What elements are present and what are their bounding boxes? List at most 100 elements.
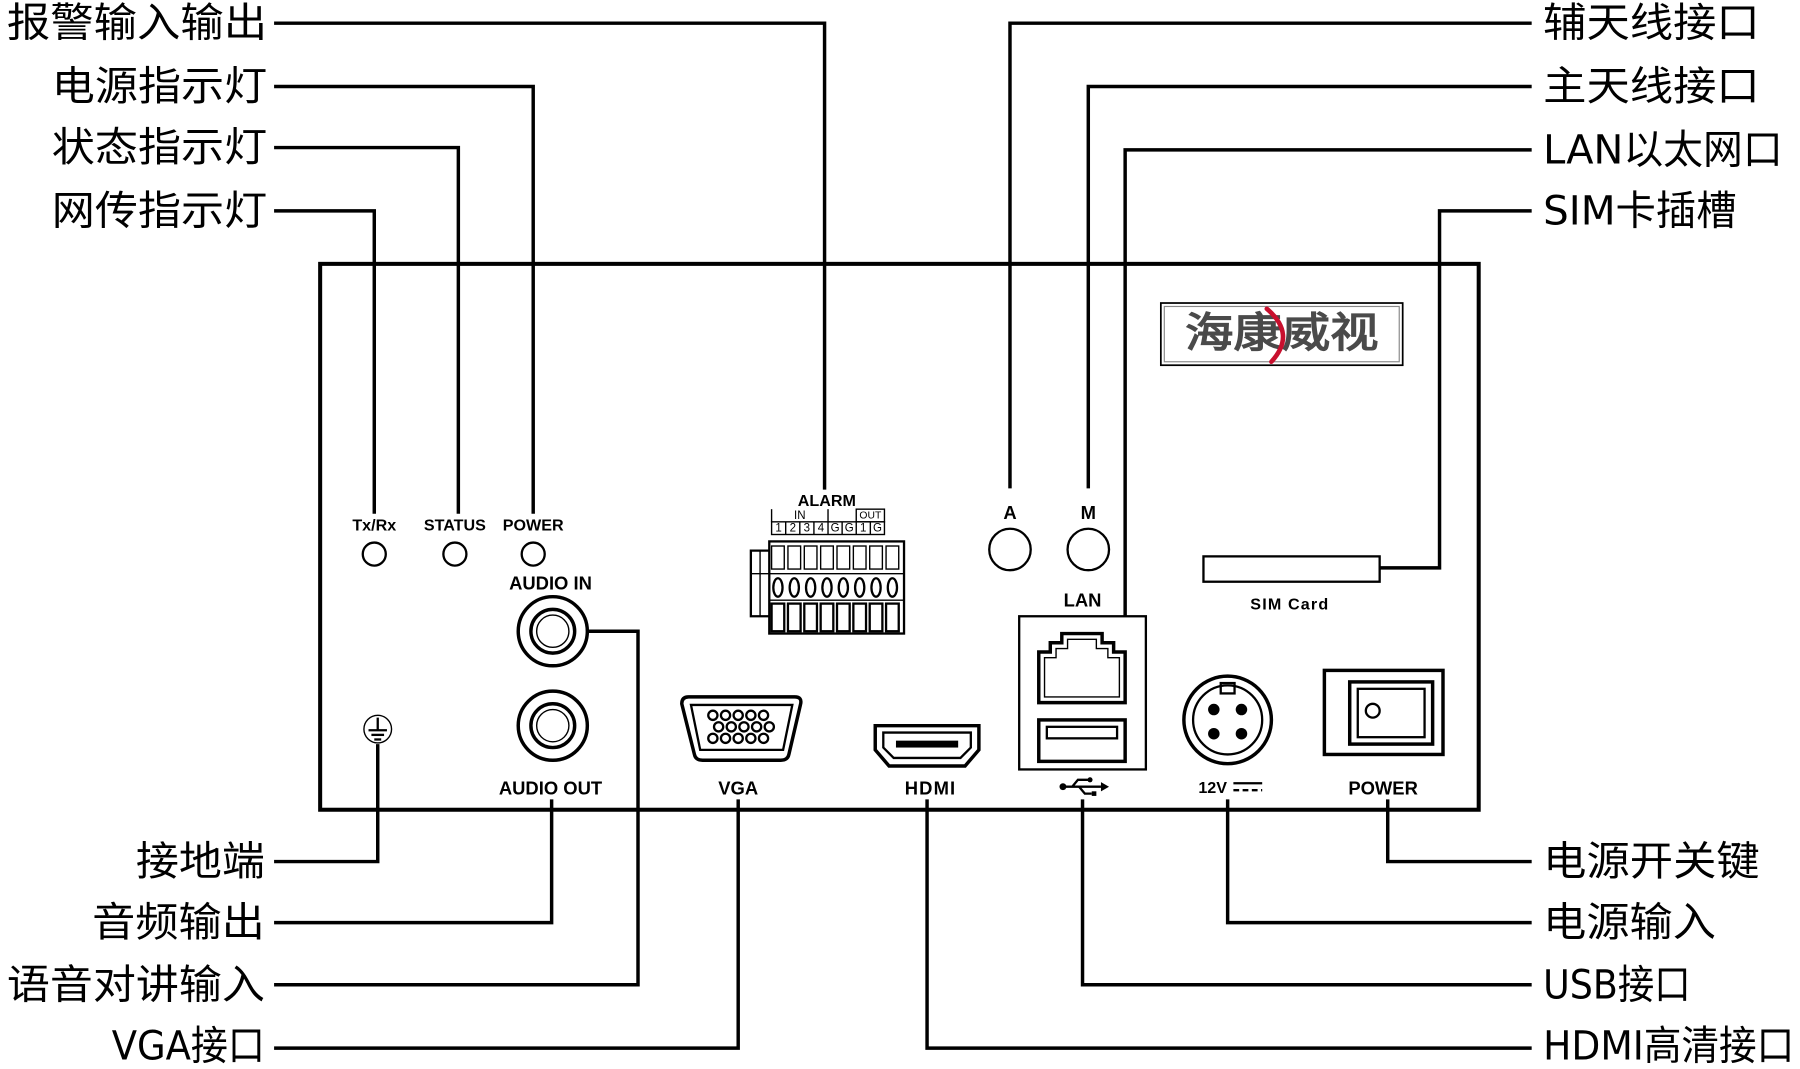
callout-sim: SIM卡插槽: [1543, 187, 1736, 234]
vga-pin: [745, 709, 757, 722]
terminal-cell: [885, 545, 900, 570]
alarm-out-label: OUT: [859, 511, 882, 522]
leader-sim: [1379, 209, 1532, 570]
alarm-in-label: IN: [794, 510, 806, 522]
lan-label: LAN: [1064, 590, 1102, 611]
leader-vga: [274, 799, 740, 1050]
callout-power-switch: 电源开关键: [1543, 838, 1760, 885]
alarm-pin-label: 3: [804, 523, 810, 535]
alarm-pin-label: 1: [775, 523, 781, 535]
vga-pin: [757, 709, 770, 722]
vga-pin: [732, 732, 744, 745]
alarm-title: ALARM: [798, 492, 856, 510]
leader-power-switch: [1385, 799, 1532, 864]
audio-in-jack: [516, 594, 590, 668]
audio-jacks: AUDIO IN AUDIO OUT: [499, 572, 603, 798]
hdmi-label: HDMI: [905, 777, 957, 798]
led-status-label: STATUS: [424, 516, 486, 534]
lan-usb-module: LAN: [1018, 590, 1148, 796]
power-input-connector: [1182, 674, 1274, 766]
power-switch-label: POWER: [1348, 777, 1418, 798]
audio-out-label: AUDIO OUT: [499, 777, 603, 798]
panel-outline: [318, 261, 1481, 812]
terminal-slot: [803, 602, 819, 633]
status-leds: Tx/Rx STATUS POWER: [352, 516, 564, 567]
led-status: [442, 541, 468, 567]
leader-aux-antenna: [1008, 21, 1532, 489]
callout-power-input: 电源输入: [1543, 899, 1716, 946]
terminal-screw: [870, 577, 882, 598]
alarm-pin-label: G: [873, 523, 882, 535]
sim-slot: SIM Card: [1202, 555, 1381, 614]
leader-hdmi: [925, 799, 1532, 1050]
vga-pin: [732, 709, 744, 722]
logo-accent-arc: [1264, 306, 1286, 365]
vga-pin: [738, 721, 750, 733]
leader-ground: [274, 744, 380, 864]
vga-pin: [757, 732, 770, 745]
terminal-screw: [886, 577, 899, 598]
alarm-pin-label: 4: [818, 523, 825, 535]
callout-leader-lines: [274, 21, 1532, 1050]
callout-hdmi: HDMI高清接口: [1543, 1022, 1794, 1069]
power-switch: [1322, 668, 1445, 757]
terminal-screw: [821, 577, 833, 598]
sim-slot-opening: [1202, 555, 1381, 583]
leader-power-led: [274, 84, 535, 514]
logo-frame: [1159, 302, 1404, 367]
alarm-pin-label: G: [845, 523, 854, 535]
alarm-pin-label: G: [831, 523, 840, 535]
terminal-slot: [770, 602, 786, 633]
terminal-cell: [869, 545, 884, 570]
led-power: [520, 541, 546, 567]
leader-main-antenna: [1086, 84, 1532, 489]
vga-pin: [750, 721, 763, 733]
audio-in-label: AUDIO IN: [509, 572, 592, 593]
lan-usb-frame: [1018, 615, 1148, 771]
alarm-header-grid: [770, 508, 886, 536]
power-pin: [1208, 727, 1220, 740]
terminal-slot: [835, 602, 851, 633]
leader-alarm-io: [274, 21, 827, 490]
power-pin: [1208, 703, 1220, 716]
vga-pin: [707, 709, 719, 722]
brand-logo: 海康威视: [1159, 302, 1404, 367]
power-pin: [1235, 727, 1248, 740]
callout-usb: USB接口: [1543, 961, 1690, 1008]
leader-audio-out: [274, 799, 554, 925]
leader-network-led: [274, 209, 377, 514]
alarm-pin-label: 2: [790, 523, 796, 535]
terminal-cell: [819, 545, 835, 570]
callout-status-led: 状态指示灯: [52, 124, 267, 171]
alarm-pin-label: 1: [860, 523, 866, 535]
callout-labels-right: 辅天线接口 主天线接口 LAN以太网口 SIM卡插槽 电源开关键 电源输入 US…: [1543, 0, 1794, 1069]
antenna-aux-port: [988, 527, 1032, 572]
vga-pin: [745, 732, 757, 745]
leader-status-led: [274, 145, 461, 514]
antenna-main-label: M: [1081, 502, 1096, 523]
callout-audio-in: 语音对讲输入: [7, 961, 265, 1008]
vga-port: [680, 695, 803, 762]
terminal-screw: [837, 577, 850, 598]
callout-audio-out: 音频输出: [92, 899, 265, 946]
antenna-main-port: [1066, 527, 1111, 572]
terminal-screw: [772, 577, 784, 598]
vga-pin: [707, 732, 719, 745]
terminal-screw: [804, 577, 817, 598]
callout-labels-left: 报警输入输出 电源指示灯 状态指示灯 网传指示灯 接地端 音频输出 语音对讲输入…: [7, 0, 267, 1069]
ground-icon: [363, 714, 393, 744]
terminal-cell: [852, 545, 867, 570]
terminal-slot: [819, 602, 835, 633]
alarm-terminal-block: [749, 540, 906, 635]
power-input-label: 12V: [1198, 779, 1227, 797]
audio-out-jack: [516, 689, 590, 762]
vga-pin: [719, 732, 732, 745]
leader-usb: [1080, 799, 1532, 987]
vga-pin: [763, 721, 776, 733]
led-txrx-label: Tx/Rx: [352, 516, 396, 534]
power-switch-mark: [1364, 702, 1381, 719]
vga-label: VGA: [718, 777, 758, 798]
rj45-port: [1037, 631, 1127, 705]
led-power-label: POWER: [503, 516, 564, 534]
